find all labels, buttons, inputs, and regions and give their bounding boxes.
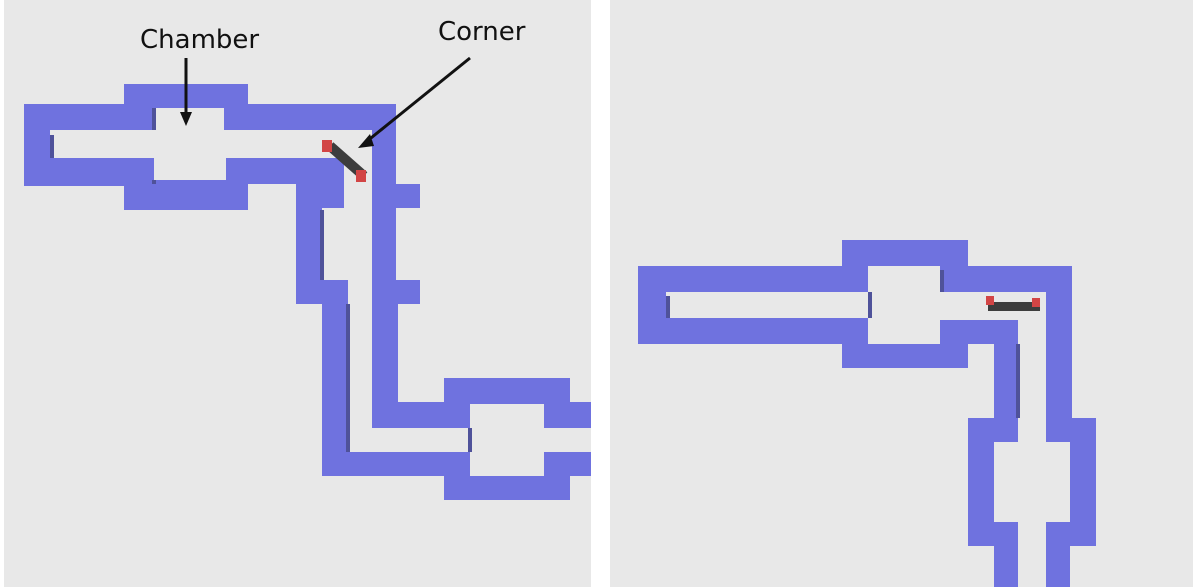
wall-gap: [994, 442, 1018, 522]
wall-shadow: [868, 292, 872, 318]
wall-shadow: [666, 296, 670, 318]
maze-walls: [638, 240, 1096, 587]
left-maze-scene: Chamber Corner: [4, 0, 591, 587]
maze-wall: [372, 104, 396, 186]
wall-gap: [396, 208, 420, 280]
scene-background: [610, 0, 1193, 587]
chamber-arrow-head: [180, 112, 192, 126]
maze-wall: [322, 280, 348, 476]
wall-gap: [1046, 442, 1070, 522]
gripper-bar: [988, 302, 1040, 311]
corner-label: Corner: [438, 17, 526, 47]
maze-wall: [994, 546, 1018, 587]
right-maze-scene: [610, 0, 1193, 587]
maze-wall: [638, 318, 1018, 418]
wall-shadow: [152, 108, 156, 130]
gripper-robot: [322, 140, 368, 182]
wall-shadow: [468, 428, 472, 452]
wall-shadow: [940, 270, 944, 292]
corner-arrow-head: [358, 134, 374, 148]
wall-shadow: [1016, 344, 1020, 418]
gripper-end-right: [356, 170, 366, 182]
wall-gap: [322, 208, 348, 280]
chamber-label: Chamber: [140, 25, 259, 55]
wall-shadow: [152, 180, 156, 184]
gripper-end-left: [986, 296, 994, 305]
maze-wall: [296, 184, 322, 304]
corner-arrow-line: [365, 56, 471, 144]
maze-wall: [1046, 266, 1072, 418]
maze-wall: [24, 84, 396, 135]
left-panel: Chamber Corner: [4, 0, 591, 587]
maze-walls: [24, 84, 591, 500]
gripper-robot: [986, 296, 1040, 311]
gripper-end-right: [1032, 298, 1040, 307]
wall-shadow: [320, 210, 324, 280]
gripper-end-left: [322, 140, 332, 152]
maze-wall: [372, 378, 591, 428]
maze-wall: [638, 240, 1072, 296]
maze-wall: [322, 452, 591, 500]
wall-shadow: [346, 304, 350, 452]
annotation-arrows: [180, 56, 471, 148]
maze-wall: [24, 158, 344, 210]
maze-wall: [1046, 546, 1070, 587]
right-panel: [610, 0, 1193, 587]
wall-shadow: [50, 135, 54, 158]
